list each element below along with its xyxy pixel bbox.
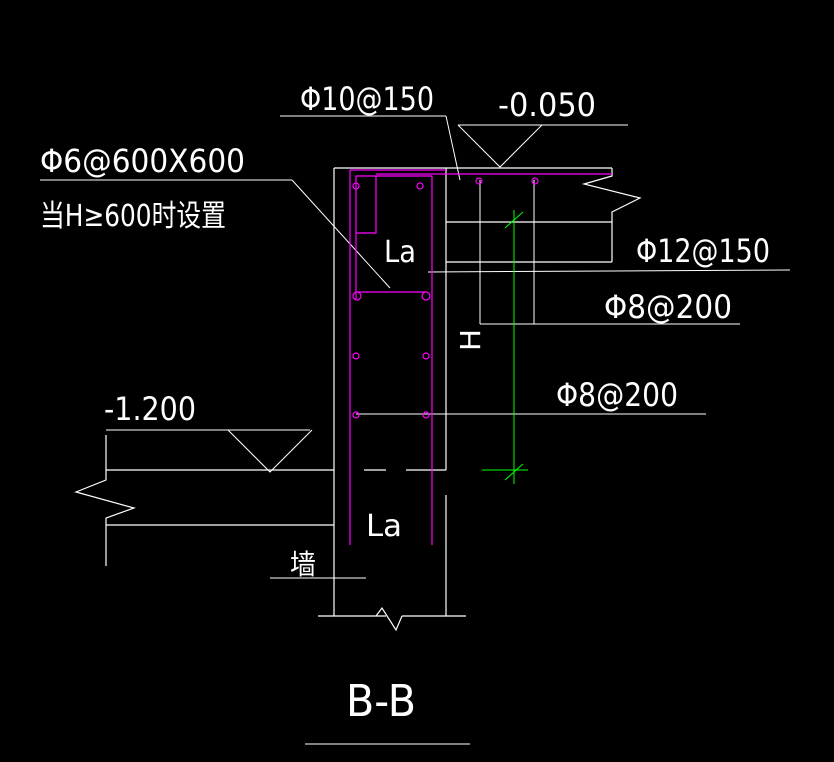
elevation-markers: [227, 124, 543, 473]
top-elevation-label: -0.050: [498, 86, 596, 124]
side-rebar-label: Φ8@200: [556, 376, 678, 414]
structure-outline: [74, 167, 642, 632]
section-title: B-B: [346, 676, 416, 727]
beam-stirrup-label: Φ8@200: [604, 288, 732, 326]
bottom-elevation-label: -1.200: [104, 390, 196, 428]
wall-mesh-note-label: 当H≥600时设置: [40, 199, 226, 234]
wall-label: 墙: [290, 548, 316, 581]
elevation-triangle-bottom: [227, 429, 313, 473]
height-symbol-label: H: [454, 329, 487, 351]
top-rebar-label: Φ10@150: [300, 80, 434, 118]
rebar: [349, 169, 612, 545]
anchor-lower-label: La: [366, 509, 402, 544]
rebar-dots: [352, 177, 539, 419]
slab-rebar-label: Φ12@150: [636, 232, 770, 270]
leader-lines: [40, 115, 791, 745]
elevation-triangle-top: [457, 124, 543, 168]
wall-mesh-spec-label: Φ6@600X600: [40, 142, 245, 180]
anchor-upper-label: La: [384, 235, 416, 270]
height-dimension: [482, 210, 528, 484]
